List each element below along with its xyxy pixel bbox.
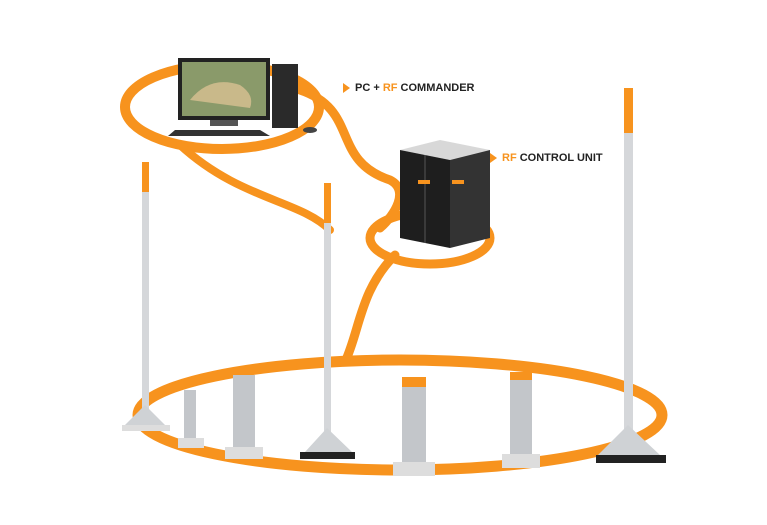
pc-rf-commander-label: PC + RF COMMANDER: [343, 82, 475, 94]
label-suffix: CONTROL UNIT: [516, 152, 603, 164]
arrow-icon: [490, 153, 497, 163]
label-rf: RF: [502, 152, 517, 164]
short-pedestal: [178, 390, 204, 448]
tall-antenna-pole: [122, 162, 170, 431]
arrow-icon: [343, 83, 350, 93]
label-suffix: COMMANDER: [397, 82, 475, 94]
network-ring-main: [132, 354, 668, 476]
pc-to-control-link: [295, 85, 405, 233]
pc-computer: [168, 58, 317, 136]
rf-control-unit: [400, 140, 490, 248]
pc-to-ring-link: [176, 141, 334, 234]
label-prefix: PC +: [355, 82, 383, 94]
short-pedestal: [502, 372, 540, 468]
short-pedestal: [225, 375, 263, 459]
tall-antenna-pole: [596, 88, 666, 463]
rf-control-unit-label: RF CONTROL UNIT: [490, 152, 603, 164]
label-rf: RF: [382, 82, 398, 94]
control-to-ring-link: [340, 250, 400, 367]
tall-antenna-pole: [300, 183, 355, 459]
short-pedestal: [393, 377, 435, 476]
